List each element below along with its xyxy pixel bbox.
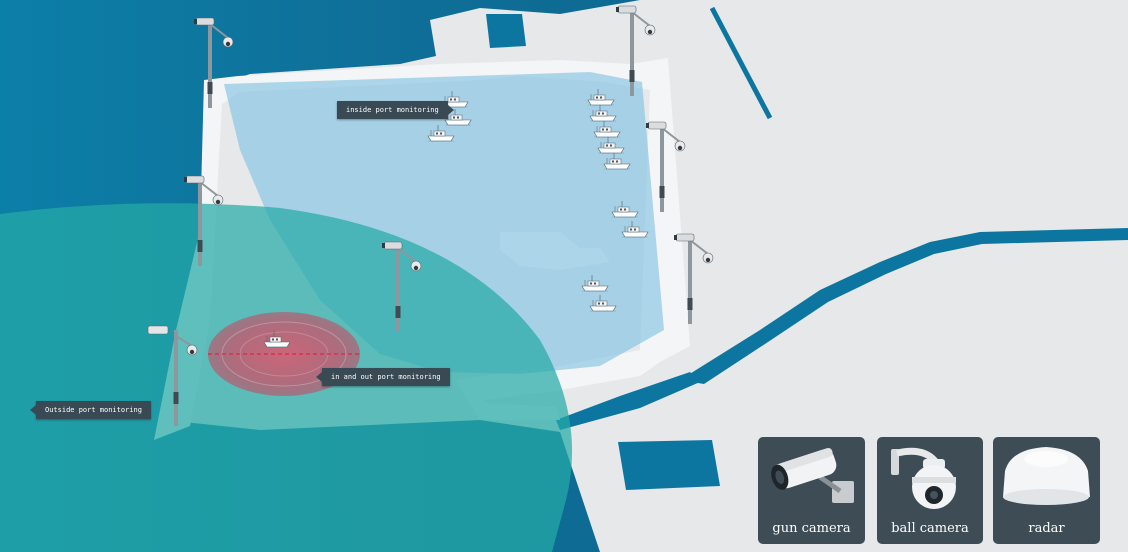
legend-gun-camera: gun camera xyxy=(758,437,865,544)
legend-ball-camera: ball camera xyxy=(877,437,983,544)
radar-pole xyxy=(147,325,198,426)
callout-in-out-port: in and out port monitoring xyxy=(316,368,450,386)
callout-outside-port: Outside port monitoring xyxy=(30,401,151,419)
channel xyxy=(680,228,1128,384)
breakwater xyxy=(154,58,690,440)
legend-label-gun-camera: gun camera xyxy=(772,521,851,536)
callout-inside-port: inside port monitoring xyxy=(337,101,454,119)
small-basin xyxy=(618,440,720,490)
ball-camera-icon xyxy=(891,447,956,509)
legend-label-ball-camera: ball camera xyxy=(891,521,969,536)
top-basin xyxy=(486,14,526,48)
gun-camera-icon xyxy=(771,447,854,503)
legend-radar: radar xyxy=(993,437,1100,544)
radar-icon xyxy=(1003,447,1090,505)
channel-lower xyxy=(556,372,700,430)
channel-dash xyxy=(709,6,773,120)
legend-label-radar: radar xyxy=(1028,521,1065,536)
